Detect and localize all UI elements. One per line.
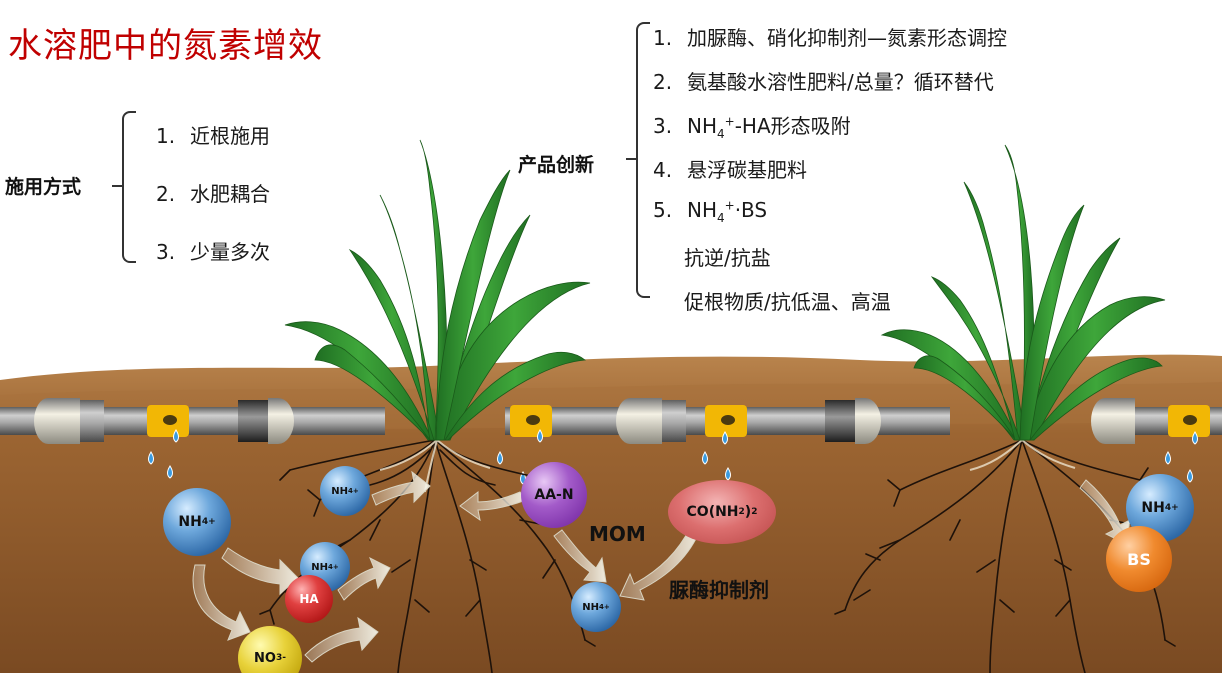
innovation-item-5: 5.NH4+·BS <box>653 198 768 225</box>
aa-n-node: AA-N <box>521 462 587 528</box>
drip-pipe-right <box>1091 398 1222 444</box>
innovation-bracket-tip <box>626 158 636 160</box>
drip-pipe-left <box>0 398 385 444</box>
plant-right <box>880 144 1166 441</box>
innovation-item-1: 1.加脲酶、硝化抑制剂—氮素形态调控 <box>653 26 1007 50</box>
application-item-3: 3.少量多次 <box>156 240 270 264</box>
innovation-subline-2: 促根物质/抗低温、高温 <box>684 290 891 314</box>
mom-label: MOM <box>589 522 646 546</box>
flow-arrows <box>192 470 1131 663</box>
urease-inhibitor-label: 脲酶抑制剂 <box>669 578 769 602</box>
ha-node: HA <box>285 575 333 623</box>
page-title: 水溶肥中的氮素增效 <box>8 26 323 66</box>
application-item-2: 2.水肥耦合 <box>156 182 270 206</box>
product-innovation-label: 产品创新 <box>518 154 595 176</box>
innovation-item-4: 4.悬浮碳基肥料 <box>653 158 807 182</box>
drip-pipe-middle <box>505 398 950 444</box>
application-bracket <box>122 111 136 263</box>
application-item-1: 1.近根施用 <box>156 124 270 148</box>
bs-node: BS <box>1106 526 1172 592</box>
root-hairs-right <box>969 439 1076 471</box>
innovation-item-2: 2.氨基酸水溶性肥料/总量？循环替代 <box>653 70 994 94</box>
innovation-item-3: 3.NH4+-HA形态吸附 <box>653 114 851 141</box>
plant-left <box>284 139 591 441</box>
innovation-subline-1: 抗逆/抗盐 <box>684 246 771 270</box>
roots-right-plant <box>834 439 1176 673</box>
innovation-bracket <box>636 22 650 298</box>
application-method-label: 施用方式 <box>5 176 82 198</box>
application-bracket-tip <box>112 185 122 187</box>
